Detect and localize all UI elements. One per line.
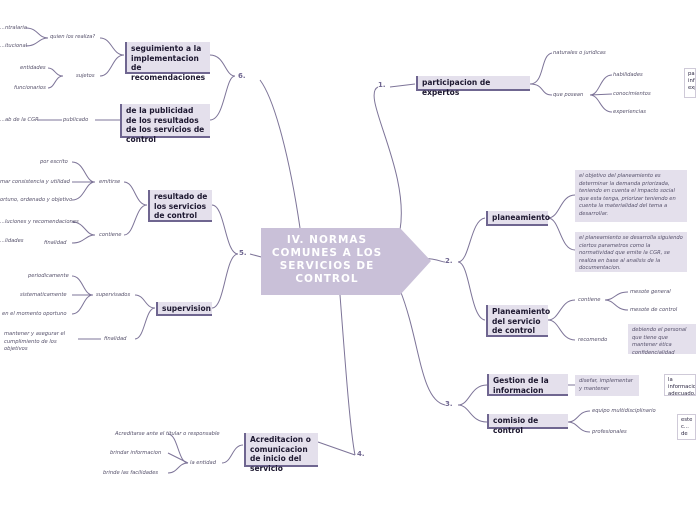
wire-b1 [373, 86, 402, 231]
sub-contiene-resultado: contiene [99, 232, 122, 238]
planeamiento-parametros-text: el planeamiento se desarrolla siguiendo … [575, 232, 687, 272]
sub-entidades: entidades [20, 65, 46, 71]
central-topic: IV. NORMAS COMUNES A LOS SERVICIOS DE CO… [271, 234, 383, 285]
sub-sistematicamente: sistematicamente [20, 292, 67, 298]
wire-b3 [399, 289, 446, 406]
sub-la-entidad: la entidad [190, 460, 216, 466]
sub-profesionales: profesionales [592, 429, 627, 435]
sub-contraloria: ...ntralaria [0, 25, 27, 31]
sub-mesote-control: mesote de control [630, 307, 678, 313]
node-seguimiento[interactable]: seguimiento a la implementacion de recom… [125, 42, 210, 82]
sub-publicado: publicado [63, 117, 89, 123]
sub-brinde-facilidades: brinde las facilidades [103, 470, 159, 476]
sub-emitirse: emitirse [99, 179, 121, 185]
wire-b6 [259, 79, 301, 229]
node-acreditacion[interactable]: Acreditacion o comunicacion de inicio de… [244, 433, 318, 473]
node-planeamiento[interactable]: planeamiento [486, 211, 550, 226]
servicio-etica-text: debiendo el personal que tiene que mante… [628, 324, 696, 356]
node-comision-control[interactable]: comisio de control [487, 414, 568, 435]
node-gestion-informacion[interactable]: Gestion de la informacion [487, 374, 568, 396]
sub-funcionarios: funcionarios [14, 85, 46, 91]
planeamiento-objetivo-text: el objetivo del planeamiento es determin… [575, 170, 687, 222]
sub-conclusiones: ...luciones y recomendaciones [0, 219, 79, 225]
sub-conocimientos: conocimientos [613, 91, 651, 97]
sub-por-escrito: por escrito [40, 159, 68, 165]
note-comision: este c... de co... equip... [677, 414, 696, 440]
sub-que-posean: que posean [553, 92, 584, 98]
note-branch-1: par... info... exp... [684, 68, 696, 98]
supervision-objetivos-text: mantener y asegurar el cumplimiento de l… [0, 328, 78, 352]
branch-5-number: 5. [239, 249, 247, 257]
branch-3-number: 3. [445, 400, 453, 408]
gestion-disenar-text: disefar, implementar y mantener [575, 375, 639, 396]
sub-consistencia-utilidad: mar consistencia y utilidad [0, 179, 70, 185]
center-shape [261, 228, 431, 295]
sub-contiene: contiene [578, 297, 601, 303]
sub-finalidad-resultado: finalidad [44, 240, 67, 246]
sub-finalidad-supervision: finalidad [104, 336, 127, 342]
sub-brindar-informacion: brindar informacion [110, 450, 162, 456]
wire-b4 [339, 294, 356, 456]
sub-mesote-general: mesote general [630, 289, 671, 295]
sub-institucional: ...itucional [0, 43, 28, 49]
node-planeamiento-servicio[interactable]: Planeamiento del servicio de control [486, 305, 550, 337]
node-publicidad-resultados[interactable]: de la publicidad de los resultados de lo… [120, 104, 210, 144]
branch-6-number: 6. [238, 72, 246, 80]
sub-periodicamente: periodicamente [28, 273, 69, 279]
note-gestion: la informacion... adecuado... somete a u… [664, 374, 696, 396]
sub-sujetos: sujetos [76, 73, 95, 79]
sub-ordenado-objetivo: ortuno, ordenado y objetivo [0, 197, 73, 203]
sub-acreditarse: Acreditarse ante el titular o responsabl… [115, 431, 220, 437]
sub-web-cgr: ...ab de la CGR [0, 117, 39, 123]
sub-habilidades: habilidades [613, 72, 643, 78]
sub-equipo-multidisciplinario: equipo multidisciplinario [592, 408, 656, 414]
sub-naturales-juridicas: naturales o juridicas [553, 50, 606, 56]
sub-quien-realiza: quien los realiza? [50, 34, 96, 40]
branch-2-number: 2. [445, 257, 453, 265]
branch-4-number: 4. [357, 450, 365, 458]
sub-momento-oportuno: en el momento oportuno [2, 311, 67, 317]
sub-supervisados: supervisados [96, 292, 131, 298]
node-resultado-servicios[interactable]: resultado de los servicios de control [148, 190, 212, 222]
node-supervision[interactable]: supervision [156, 302, 212, 316]
sub-lidades: ...lidades [0, 238, 24, 244]
sub-experiencias: experiencias [613, 109, 646, 115]
node-participacion-expertos[interactable]: participacion de expertos [416, 76, 530, 97]
branch-1-number: 1. [378, 81, 386, 89]
sub-recomendo: recomendo [578, 337, 608, 343]
